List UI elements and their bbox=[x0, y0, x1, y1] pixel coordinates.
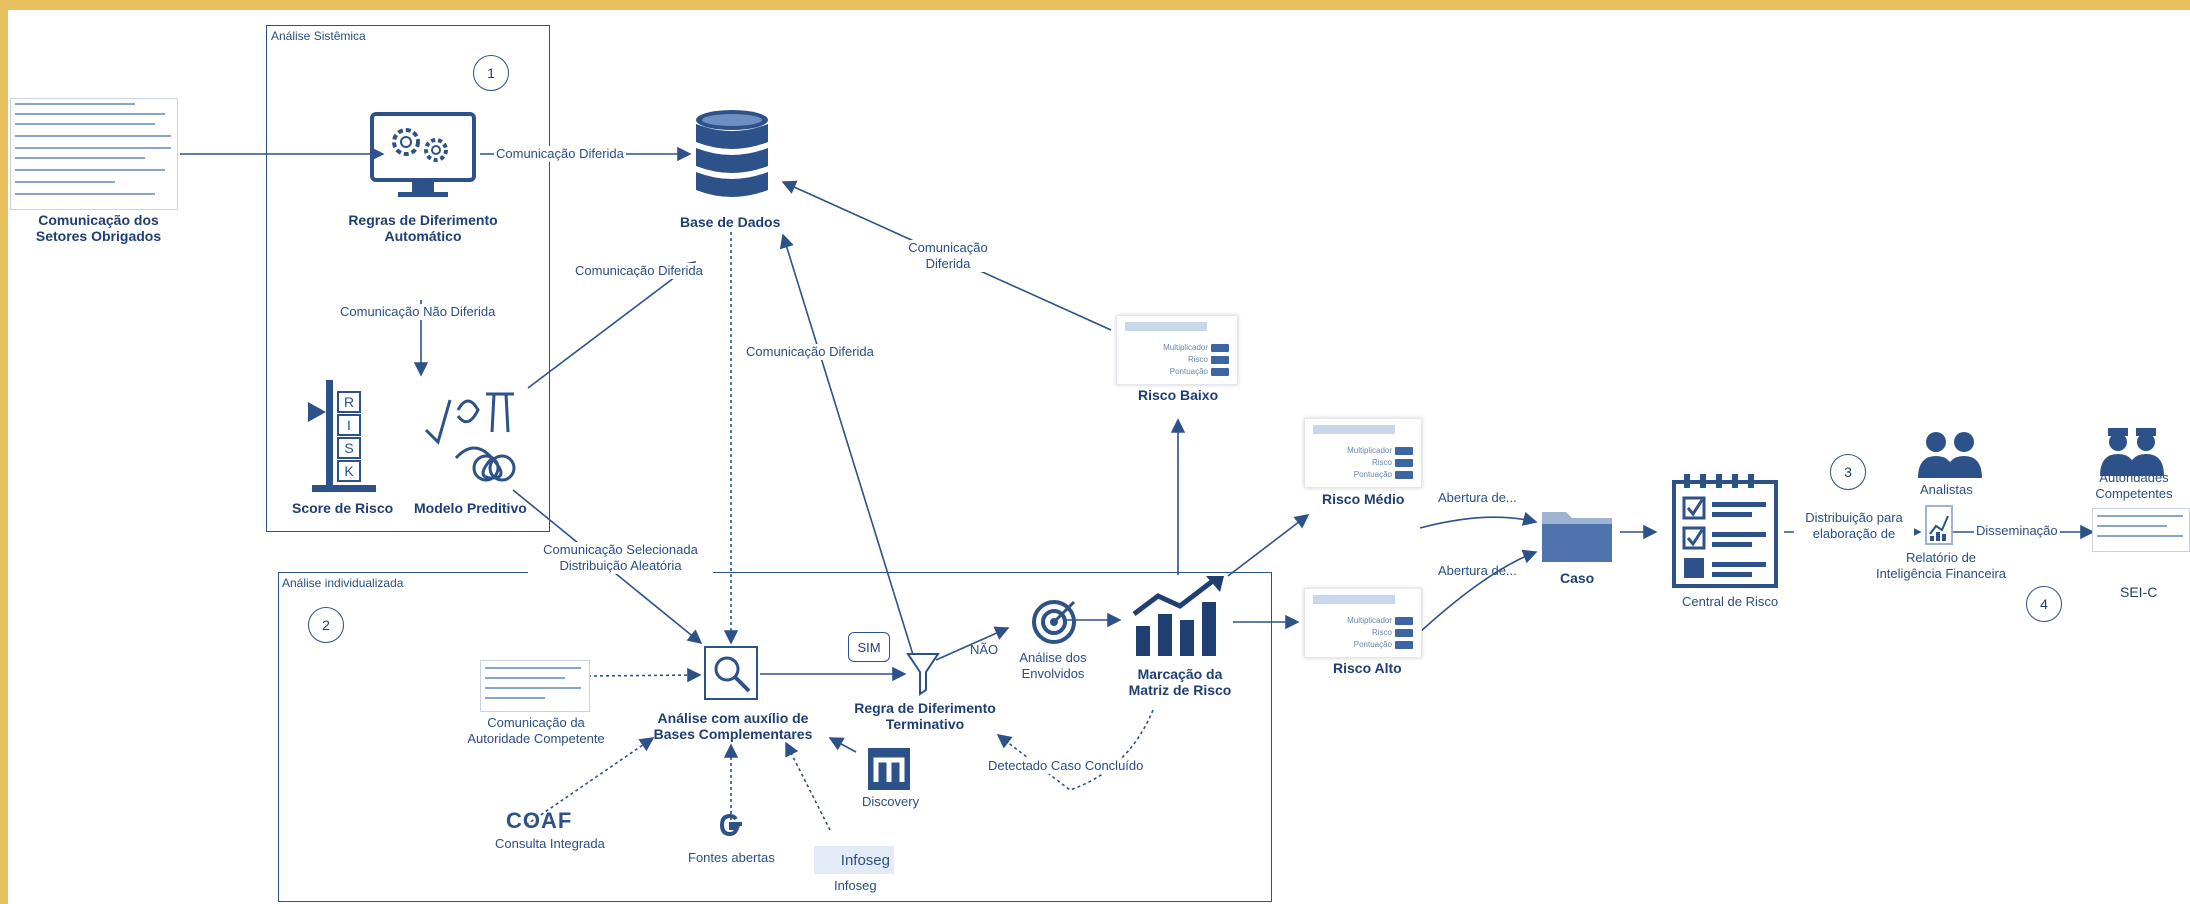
regras-automatico-label: Regras de Diferimento Automático bbox=[348, 212, 498, 244]
frame-analise-individualizada bbox=[278, 572, 1272, 902]
step-1-badge: 1 bbox=[473, 55, 509, 91]
edge-medio-to-caso bbox=[1419, 511, 1538, 529]
risco-baixo-label: Risco Baixo bbox=[1138, 387, 1219, 403]
score-risco-label: Score de Risco bbox=[292, 500, 394, 516]
edge-label-com-diferida-4: Comunicação Diferida bbox=[898, 240, 998, 272]
edge-label-disseminacao: Disseminação bbox=[1974, 523, 2060, 539]
caso-label: Caso bbox=[1560, 570, 1595, 586]
comunicacao-setores-label: Comunicação dos Setores Obrigados bbox=[35, 212, 162, 244]
edge-label-com-diferida-2: Comunicação Diferida bbox=[573, 263, 705, 279]
regra-terminativo-label: Regra de Diferimento Terminativo bbox=[854, 700, 996, 732]
consulta-integrada-label: Consulta Integrada bbox=[495, 836, 605, 851]
target-icon bbox=[1032, 600, 1076, 644]
central-risco-label: Central de Risco bbox=[1682, 594, 1779, 609]
risco-baixo-card: Multiplicador Risco Pontuação bbox=[1116, 315, 1238, 385]
authorities-icon bbox=[2100, 428, 2164, 476]
infoseg-label: Infoseg bbox=[834, 878, 877, 893]
edge-regra-to-base bbox=[779, 233, 915, 659]
edge-nao bbox=[935, 626, 1010, 661]
folder-icon bbox=[1542, 512, 1612, 562]
funnel-icon bbox=[906, 653, 940, 696]
discovery-icon bbox=[868, 748, 910, 790]
discovery-label: Discovery bbox=[862, 794, 920, 809]
comunicacao-document-icon bbox=[10, 98, 178, 210]
monitor-gears-icon bbox=[370, 112, 476, 197]
magnifier-icon bbox=[704, 646, 758, 700]
risco-medio-label: Risco Médio bbox=[1322, 491, 1405, 507]
coaf-logo: COAF bbox=[506, 808, 573, 833]
edge-coaf bbox=[525, 737, 655, 826]
edge-discovery bbox=[828, 737, 857, 753]
comunicacao-autoridade-label: Comunicação da Autoridade Competente bbox=[467, 715, 605, 746]
sim-badge: SIM bbox=[848, 632, 890, 662]
fontes-abertas-label: Fontes abertas bbox=[688, 850, 775, 865]
edge-label-distribuicao: Distribuição para elaboração de bbox=[1794, 510, 1914, 542]
frame-sistemica-title: Análise Sistêmica bbox=[271, 29, 366, 43]
risco-alto-label: Risco Alto bbox=[1333, 660, 1402, 676]
edge-label-abertura-2: Abertura de... bbox=[1438, 563, 1517, 578]
edge-infoseg bbox=[785, 741, 831, 831]
growth-chart-icon bbox=[1132, 576, 1224, 656]
edge-label-com-diferida-1: Comunicação Diferida bbox=[494, 146, 626, 162]
analysts-icon bbox=[1918, 432, 1982, 478]
edge-label-nao-diferida: Comunicação Não Diferida bbox=[338, 304, 498, 320]
risk-letter-k: K bbox=[344, 463, 354, 479]
connectors bbox=[180, 146, 2095, 831]
edge-label-nao: NÃO bbox=[970, 642, 999, 657]
edge-label-com-diferida-3: Comunicação Diferida bbox=[744, 344, 876, 360]
infoseg-logo: Infoseg bbox=[814, 846, 894, 874]
formula-icon bbox=[424, 392, 516, 482]
google-icon bbox=[719, 813, 742, 837]
edge-matriz-to-riscomedio bbox=[1227, 514, 1310, 577]
autoridades-label: Autoridades Competentes bbox=[2095, 470, 2173, 501]
report-icon bbox=[1925, 505, 1953, 545]
analistas-label: Analistas bbox=[1920, 482, 1973, 497]
edge-label-abertura-1: Abertura de... bbox=[1438, 490, 1517, 505]
relatorio-label: Relatório de Inteligência Financeira bbox=[1875, 550, 2007, 581]
marcacao-matriz-label: Marcação da Matriz de Risco bbox=[1128, 666, 1232, 698]
edge-autoridade-to-analise bbox=[587, 667, 702, 683]
diagram-canvas: Análise Sistêmica Análise individualizad… bbox=[8, 10, 2190, 904]
step-4-badge: 4 bbox=[2026, 586, 2062, 622]
risk-score-icon: R I S K bbox=[308, 380, 376, 492]
clipboard-icon bbox=[1672, 474, 1778, 588]
risco-alto-card: Multiplicador Risco Pontuação bbox=[1304, 588, 1422, 658]
edge-label-detectado: Detectado Caso Concluído bbox=[986, 758, 1146, 774]
edge-alto-to-caso bbox=[1419, 549, 1538, 633]
base-dados-label: Base de Dados bbox=[680, 214, 781, 230]
frame-individualizada-title: Análise individualizada bbox=[282, 576, 404, 590]
analise-envolvidos-label: Análise dos Envolvidos bbox=[1019, 650, 1087, 681]
risk-letter-i: I bbox=[347, 417, 351, 433]
sei-c-document-icon bbox=[2092, 508, 2190, 552]
frame-analise-sistemica bbox=[266, 25, 550, 532]
analise-bases-label: Análise com auxílio de Bases Complementa… bbox=[653, 710, 813, 742]
sei-c-label: SEI-C bbox=[2120, 584, 2158, 600]
step-2-badge: 2 bbox=[308, 607, 344, 643]
risk-letter-s: S bbox=[344, 440, 353, 456]
autoridade-document-icon bbox=[480, 660, 590, 712]
step-3-badge: 3 bbox=[1830, 454, 1866, 490]
edge-modelo-to-base bbox=[527, 261, 697, 389]
risk-letter-r: R bbox=[344, 394, 354, 410]
database-icon bbox=[696, 110, 768, 197]
modelo-preditivo-label: Modelo Preditivo bbox=[414, 500, 527, 516]
risco-medio-card: Multiplicador Risco Pontuação bbox=[1304, 418, 1422, 488]
edge-label-selecionada: Comunicação Selecionada Distribuição Ale… bbox=[528, 542, 713, 574]
